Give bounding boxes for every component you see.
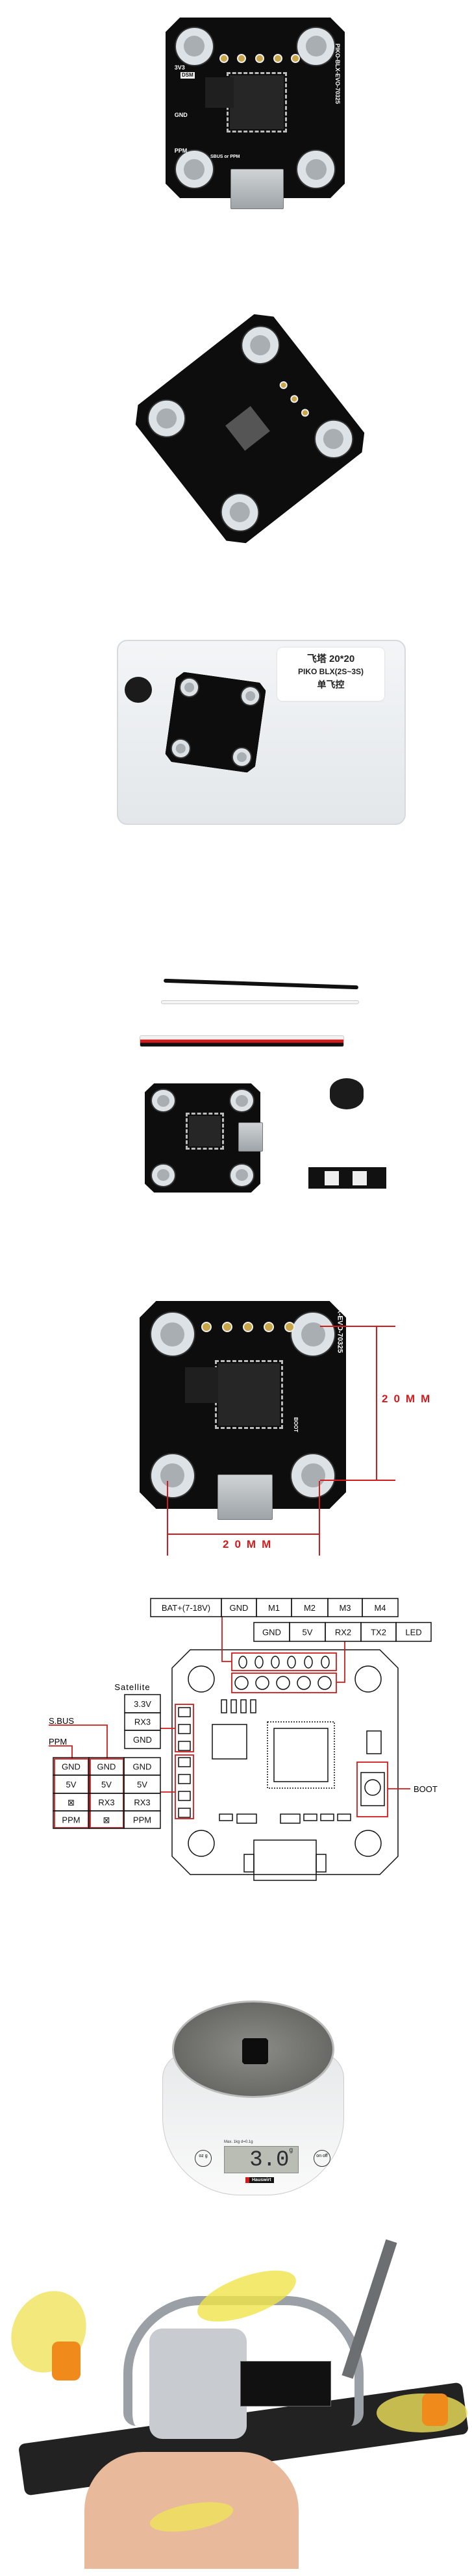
box-label-line3: 单飞控 xyxy=(317,679,345,690)
power-button[interactable]: on off xyxy=(314,2150,330,2167)
height-dimension-label: 20MM xyxy=(382,1393,436,1405)
satellite-text: GND xyxy=(133,1735,152,1745)
packaging-box-photo: 飞塔 20*20 PIKO BLX(2S~3S) 单飞控 xyxy=(117,640,406,825)
board-outline xyxy=(171,1649,399,1875)
flight-controller-photo-dimensions: PIKO-BLX-EVO-70325 BOOT xyxy=(140,1301,346,1509)
receiver-text: GND xyxy=(133,1762,152,1772)
header-row2-text: GND xyxy=(262,1628,281,1637)
brand-logo: Hauswirt xyxy=(245,2177,274,2183)
ppm-label: PPM xyxy=(49,1737,67,1747)
box-label: 飞塔 20*20 PIKO BLX(2S~3S) 单飞控 xyxy=(277,648,384,701)
flight-controller-photo-top: PIKO-BLX-EVO-70325 3V3 DSM GND PPM SBUS … xyxy=(166,18,345,198)
white-wire xyxy=(161,1000,359,1004)
satellite-label: Satellite xyxy=(114,1682,150,1692)
header-row2-cell xyxy=(395,1622,432,1642)
receiver-text: PPM xyxy=(62,1815,80,1825)
buzzer-photo xyxy=(330,1078,364,1109)
usb-port xyxy=(230,169,284,209)
header-row2-text: RX2 xyxy=(335,1628,351,1637)
receiver-text: RX3 xyxy=(134,1798,150,1808)
header-row1-text: M3 xyxy=(339,1603,351,1613)
drone-photo xyxy=(0,2238,472,2569)
header-row2-text: 5V xyxy=(303,1628,313,1637)
header-row1-text: BAT+(7-18V) xyxy=(162,1603,210,1613)
box-label-line2: PIKO BLX(2S~3S) xyxy=(297,667,364,676)
receiver-text: RX3 xyxy=(98,1798,114,1808)
receiver-text: 5V xyxy=(101,1780,112,1789)
header-row1-text: M4 xyxy=(374,1603,386,1613)
buzzer-in-box xyxy=(125,677,152,703)
satellite-text: 3.3V xyxy=(134,1699,151,1709)
receiver-text: GND xyxy=(62,1762,81,1772)
boot-silkscreen: BOOT xyxy=(293,1417,299,1432)
receiver-text: ⊠ xyxy=(68,1798,75,1808)
receiver-text: 5V xyxy=(137,1780,147,1789)
width-dimension-label: 20MM xyxy=(223,1538,277,1550)
model-silkscreen: PIKO-BLX-EVO-70325 xyxy=(334,44,342,105)
header-row1-text: M1 xyxy=(268,1603,280,1613)
pad-rows xyxy=(178,1656,332,1818)
tare-button[interactable]: oz g xyxy=(195,2150,212,2167)
board-in-box xyxy=(164,671,267,774)
model-silkscreen: PIKO-BLX-EVO-70325 xyxy=(336,1279,344,1353)
led-board-photo xyxy=(308,1167,386,1189)
sbus-label: S.BUS xyxy=(49,1716,74,1726)
triple-wire xyxy=(140,1035,344,1047)
usb-port xyxy=(238,1122,263,1152)
scale-display: 3.0g xyxy=(224,2146,299,2173)
scale-unit: g xyxy=(289,2147,293,2154)
pad-label: 3V3 xyxy=(174,64,185,71)
receiver-text: ⊠ xyxy=(103,1815,110,1825)
header-row1-text: M2 xyxy=(304,1603,316,1613)
black-wire xyxy=(163,978,359,990)
usb-port xyxy=(217,1474,273,1520)
scale-max-label: Max. 1kg d=0.1g xyxy=(224,2140,253,2144)
satellite-text: RX3 xyxy=(134,1717,151,1727)
flight-controller-photo-angled xyxy=(127,306,373,552)
receiver-text: GND xyxy=(97,1762,116,1772)
header-row1-cell xyxy=(362,1598,399,1617)
sbus-ppm-silkscreen: SBUS or PPM xyxy=(210,155,240,160)
header-row1-text: GND xyxy=(230,1603,249,1613)
scale-reading: 3.0 xyxy=(249,2148,290,2173)
pad-label: GND xyxy=(174,111,188,118)
kitchen-scale-photo: Max. 1kg d=0.1g 3.0g oz g on off Hauswir… xyxy=(159,2001,347,2221)
flight-controller-photo-accessories xyxy=(145,1083,260,1193)
receiver-cell xyxy=(123,1810,161,1829)
box-label-line1: 飞塔 20*20 xyxy=(306,653,355,664)
receiver-text: PPM xyxy=(133,1815,151,1825)
receiver-text: 5V xyxy=(66,1780,77,1789)
header-row2-text: TX2 xyxy=(371,1628,386,1637)
satellite-cell xyxy=(124,1730,161,1749)
pad-label: PPM xyxy=(174,147,188,155)
dsm-silkscreen: DSM xyxy=(180,72,195,79)
boot-label: BOOT xyxy=(414,1784,438,1794)
header-row2-text: LED xyxy=(405,1628,421,1637)
